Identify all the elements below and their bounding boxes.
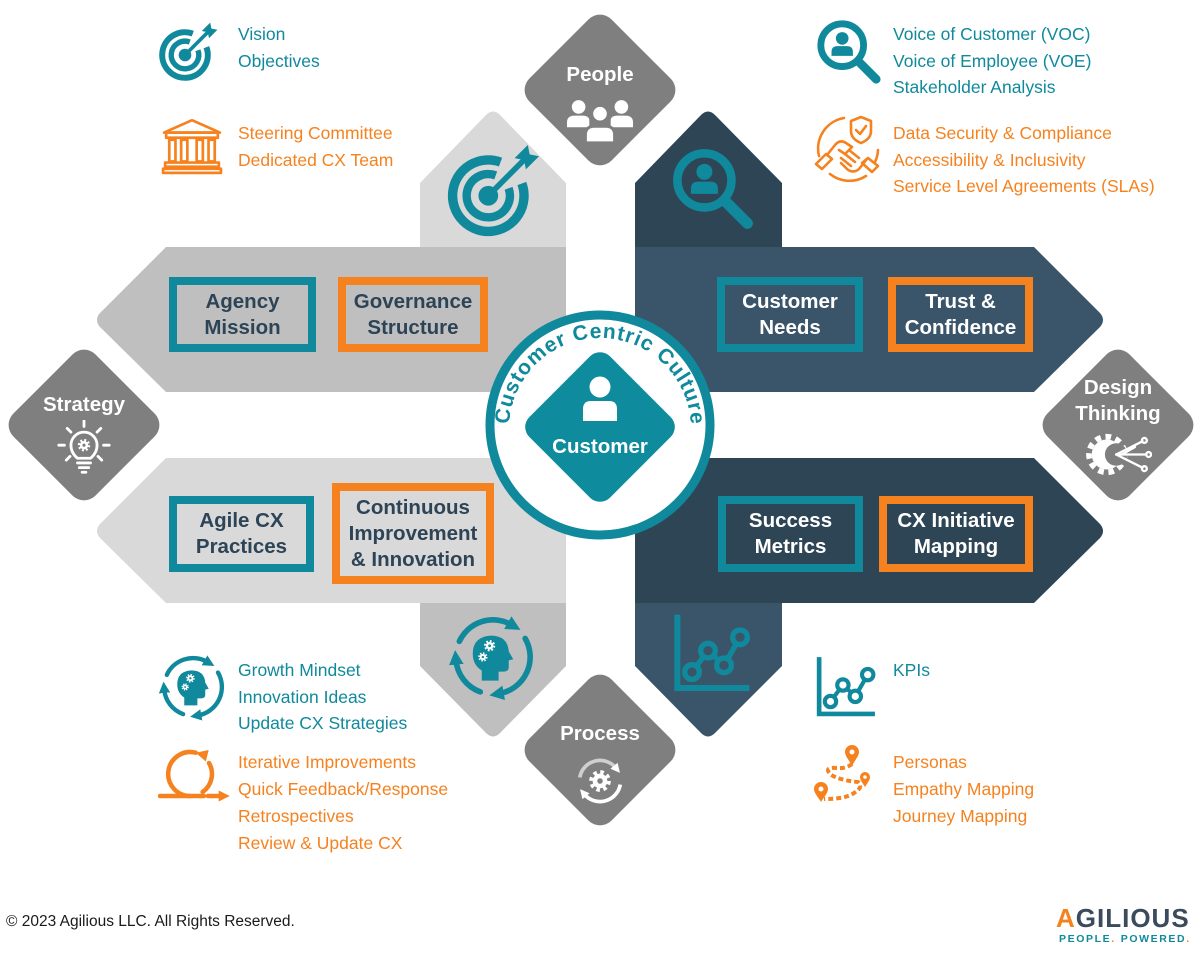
list-item: Accessibility & Inclusivity <box>893 149 1086 170</box>
trust-confidence-box: Trust & Confidence <box>888 277 1033 352</box>
list-item: Retrospectives <box>238 806 354 826</box>
agency-mission-box: Agency Mission <box>169 277 316 352</box>
top-right-orange-list: Data Security & Compliance Accessibility… <box>893 120 1155 200</box>
list-item: Personas <box>893 752 967 772</box>
target-icon <box>446 144 540 238</box>
top-left-orange-list: Steering Committee Dedicated CX Team <box>238 120 393 173</box>
people-label: People <box>566 63 634 86</box>
bottom-left-orange-list: Iterative Improvements Quick Feedback/Re… <box>238 749 448 857</box>
temple-icon <box>161 117 223 175</box>
design-thinking-label: Design Thinking <box>1075 376 1161 425</box>
target-icon <box>158 22 218 82</box>
governance-structure-box: Governance Structure <box>338 277 488 352</box>
list-item: Data Security & Compliance <box>893 123 1112 143</box>
route-pins-icon <box>812 742 876 806</box>
customer-needs-box: Customer Needs <box>717 277 863 352</box>
head-gears-cycle-icon <box>448 612 538 702</box>
line-chart-icon <box>672 612 752 692</box>
head-gears-cycle-icon <box>158 652 228 722</box>
people-diamond <box>524 14 676 166</box>
list-item: Dedicated CX Team <box>238 149 394 170</box>
person-icon <box>583 376 617 421</box>
list-item: Quick Feedback/Response <box>238 779 449 799</box>
list-item: Service Level Agreements (SLAs) <box>893 176 1155 196</box>
magnifier-person-icon <box>815 18 883 86</box>
gear-cycle-icon <box>572 753 628 809</box>
logo-tagline: PEOPLE.POWERED. <box>1059 933 1196 945</box>
agilious-logo: AGILIOUS PEOPLE.POWERED. <box>1056 903 1196 945</box>
list-item: Iterative Improvements <box>238 752 416 772</box>
list-item: KPIs <box>893 660 930 680</box>
list-item: Innovation Ideas <box>238 686 367 707</box>
design-thinking-diamond <box>1042 349 1194 501</box>
top-left-teal-list: Vision Objectives <box>238 21 320 74</box>
list-item: Journey Mapping <box>893 806 1028 826</box>
top-right-teal-list: Voice of Customer (VOC) Voice of Employe… <box>893 21 1091 101</box>
continuous-improvement-box: Continuous Improvement & Innovation <box>332 483 494 584</box>
list-item: Growth Mindset <box>238 660 361 680</box>
customer-diamond <box>525 352 675 502</box>
list-item: Objectives <box>238 50 320 71</box>
bottom-left-teal-list: Growth Mindset Innovation Ideas Update C… <box>238 657 407 737</box>
list-item: Voice of Customer (VOC) <box>893 24 1091 44</box>
people-group-icon <box>566 98 634 143</box>
tagline-word: PEOPLE <box>1059 933 1112 945</box>
tagline-dot: . <box>1186 933 1191 945</box>
list-item: Review & Update CX <box>238 833 403 853</box>
bottom-right-teal-list: KPIs <box>893 657 930 684</box>
list-item: Update CX Strategies <box>238 713 408 733</box>
magnifier-person-icon <box>670 146 756 232</box>
list-item: Steering Committee <box>238 123 393 143</box>
tagline-dot: . <box>1111 933 1116 945</box>
tagline-word: POWERED <box>1120 933 1187 945</box>
iteration-loop-icon <box>158 744 230 804</box>
top-left-arrow-bar <box>97 247 566 392</box>
customer-label: Customer <box>552 435 648 458</box>
logo-wordmark: AGILIOUS <box>1056 903 1190 933</box>
agile-cx-practices-box: Agile CX Practices <box>169 496 314 572</box>
cx-initiative-mapping-box: CX Initiative Mapping <box>879 496 1033 572</box>
list-item: Vision <box>238 24 286 44</box>
line-chart-icon <box>815 655 877 717</box>
strategy-label: Strategy <box>42 393 126 416</box>
list-item: Empathy Mapping <box>893 779 1035 799</box>
handshake-shield-icon <box>814 114 884 184</box>
list-item: Stakeholder Analysis <box>893 77 1056 97</box>
process-label: Process <box>560 722 640 745</box>
gear-branch-icon <box>1086 431 1152 478</box>
success-metrics-box: Success Metrics <box>718 496 863 572</box>
list-item: Voice of Employee (VOE) <box>893 50 1092 71</box>
bottom-right-orange-list: Personas Empathy Mapping Journey Mapping <box>893 749 1034 830</box>
process-diamond <box>524 674 676 826</box>
copyright-notice: © 2023 Agilious LLC. All Rights Reserved… <box>6 913 295 930</box>
lightbulb-gear-icon <box>56 420 112 476</box>
